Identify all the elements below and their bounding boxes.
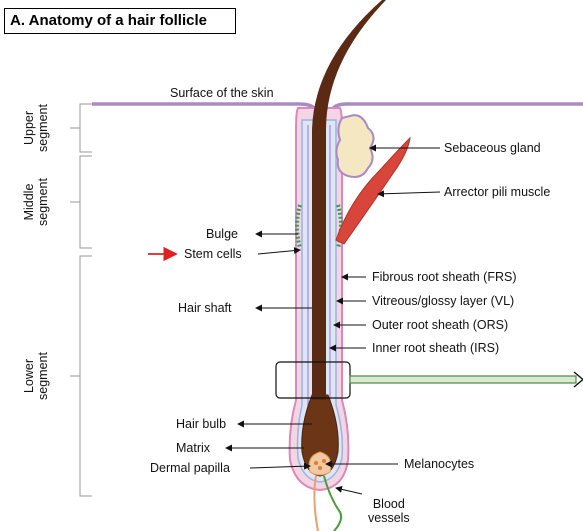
label-vitreous-layer: Vitreous/glossy layer (VL) (372, 294, 515, 308)
upper-segment-label: Upper segment (22, 104, 50, 152)
blood-vessels-line1: Blood (372, 497, 405, 511)
dermal-papilla (308, 451, 332, 476)
label-matrix: Matrix (176, 441, 211, 455)
segment-brackets (70, 103, 92, 497)
sebaceous-gland (335, 114, 375, 178)
label-surface-of-skin: Surface of the skin (170, 86, 274, 100)
lower-segment-line1: Lower (22, 358, 36, 394)
label-melanocytes: Melanocytes (404, 457, 475, 471)
middle-segment-line1: Middle (22, 183, 36, 221)
blood-vessels-line2: vessels (368, 511, 410, 525)
lower-segment-label: Lower segment (22, 352, 50, 400)
blood-vessels (313, 475, 343, 531)
hair-shaft (312, 0, 386, 400)
label-fibrous-root-sheath: Fibrous root sheath (FRS) (372, 270, 517, 284)
lower-segment-line2: segment (36, 352, 50, 400)
diagram-title: A. Anatomy of a hair follicle (4, 8, 236, 34)
upper-segment-line2: segment (36, 104, 50, 152)
inner-root-sheath (307, 125, 331, 408)
upper-segment-line1: Upper (22, 110, 36, 146)
label-hair-shaft: Hair shaft (178, 301, 232, 315)
hair-bulb (301, 394, 339, 477)
bulge-region (295, 204, 343, 249)
middle-segment-line2: segment (36, 178, 50, 226)
label-sebaceous-gland: Sebaceous gland (444, 141, 541, 155)
middle-segment-label: Middle segment (22, 178, 50, 226)
arrector-pili-muscle (335, 136, 411, 245)
label-hair-bulb: Hair bulb (176, 417, 227, 431)
magnify-arrow (349, 371, 583, 388)
label-blood-vessels: Blood vessels (368, 497, 410, 525)
label-inner-root-sheath: Inner root sheath (IRS) (372, 341, 500, 355)
label-bulge: Bulge (206, 227, 238, 241)
label-arrector-pili-muscle: Arrector pili muscle (444, 185, 551, 199)
label-stem-cells: Stem cells (184, 247, 242, 261)
label-outer-root-sheath: Outer root sheath (ORS) (372, 318, 509, 332)
label-dermal-papilla: Dermal papilla (150, 461, 230, 475)
leader-lines (225, 144, 441, 495)
